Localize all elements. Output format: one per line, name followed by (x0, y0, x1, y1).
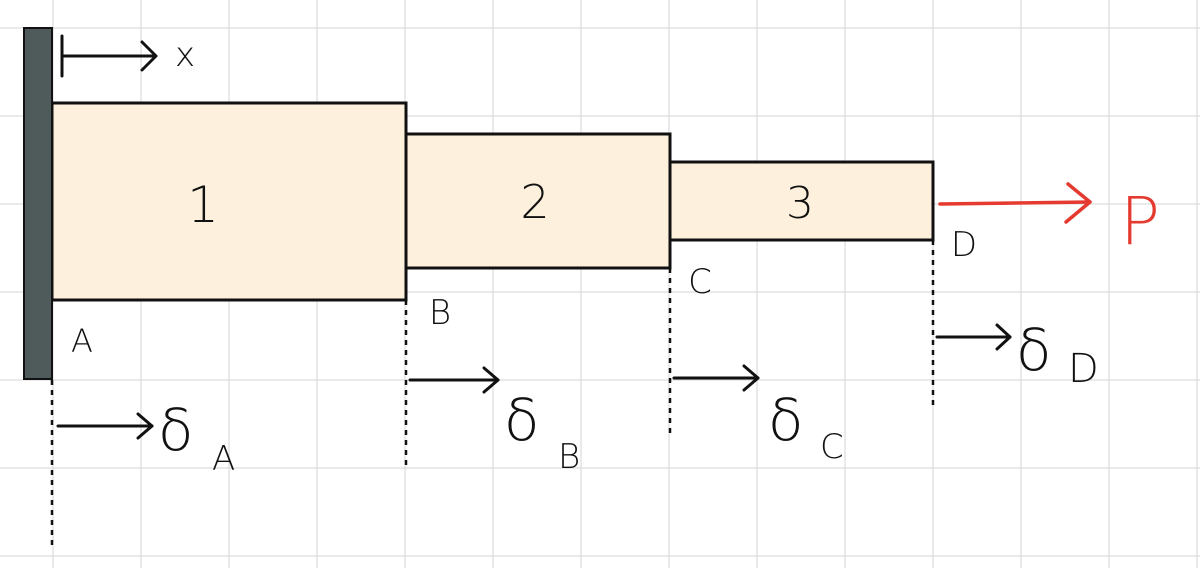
delta-subscript-a: A (212, 439, 235, 479)
load-arrow (938, 182, 1092, 224)
segment-3-label: 3 (786, 178, 814, 229)
point-label-a: A (71, 322, 93, 360)
point-label-d: D (951, 225, 977, 265)
displacement-label-c: δ C (768, 386, 844, 467)
delta-symbol-b: δ (504, 386, 540, 454)
delta-subscript-b: B (558, 437, 580, 477)
segment-1-body (50, 101, 408, 302)
segment-1-label: 1 (187, 176, 219, 234)
displacement-label-d: δ D (1016, 316, 1099, 392)
fixed-wall-support (23, 27, 53, 380)
displacement-arrows (56, 323, 1012, 440)
displacement-label-b: δ B (504, 386, 580, 477)
displacement-arrow-b (408, 366, 500, 394)
point-label-b: B (429, 293, 451, 333)
displacement-arrow-a (56, 412, 154, 440)
point-label-c: C (688, 262, 712, 302)
x-axis-arrow (60, 34, 158, 78)
dashed-reference-lines (50, 240, 935, 548)
displacement-arrow-c (672, 364, 760, 392)
segment-3-body (668, 160, 935, 242)
x-axis-label: x (175, 35, 195, 75)
segment-2-label: 2 (520, 175, 549, 229)
delta-symbol-a: δ (158, 396, 194, 464)
displacement-arrow-d (935, 323, 1012, 351)
delta-symbol-d: δ (1016, 316, 1052, 384)
displacement-label-a: δ A (158, 396, 235, 479)
delta-subscript-c: C (820, 427, 844, 467)
delta-symbol-c: δ (768, 386, 804, 454)
delta-subscript-d: D (1068, 346, 1099, 392)
load-label-p: P (1120, 183, 1160, 260)
